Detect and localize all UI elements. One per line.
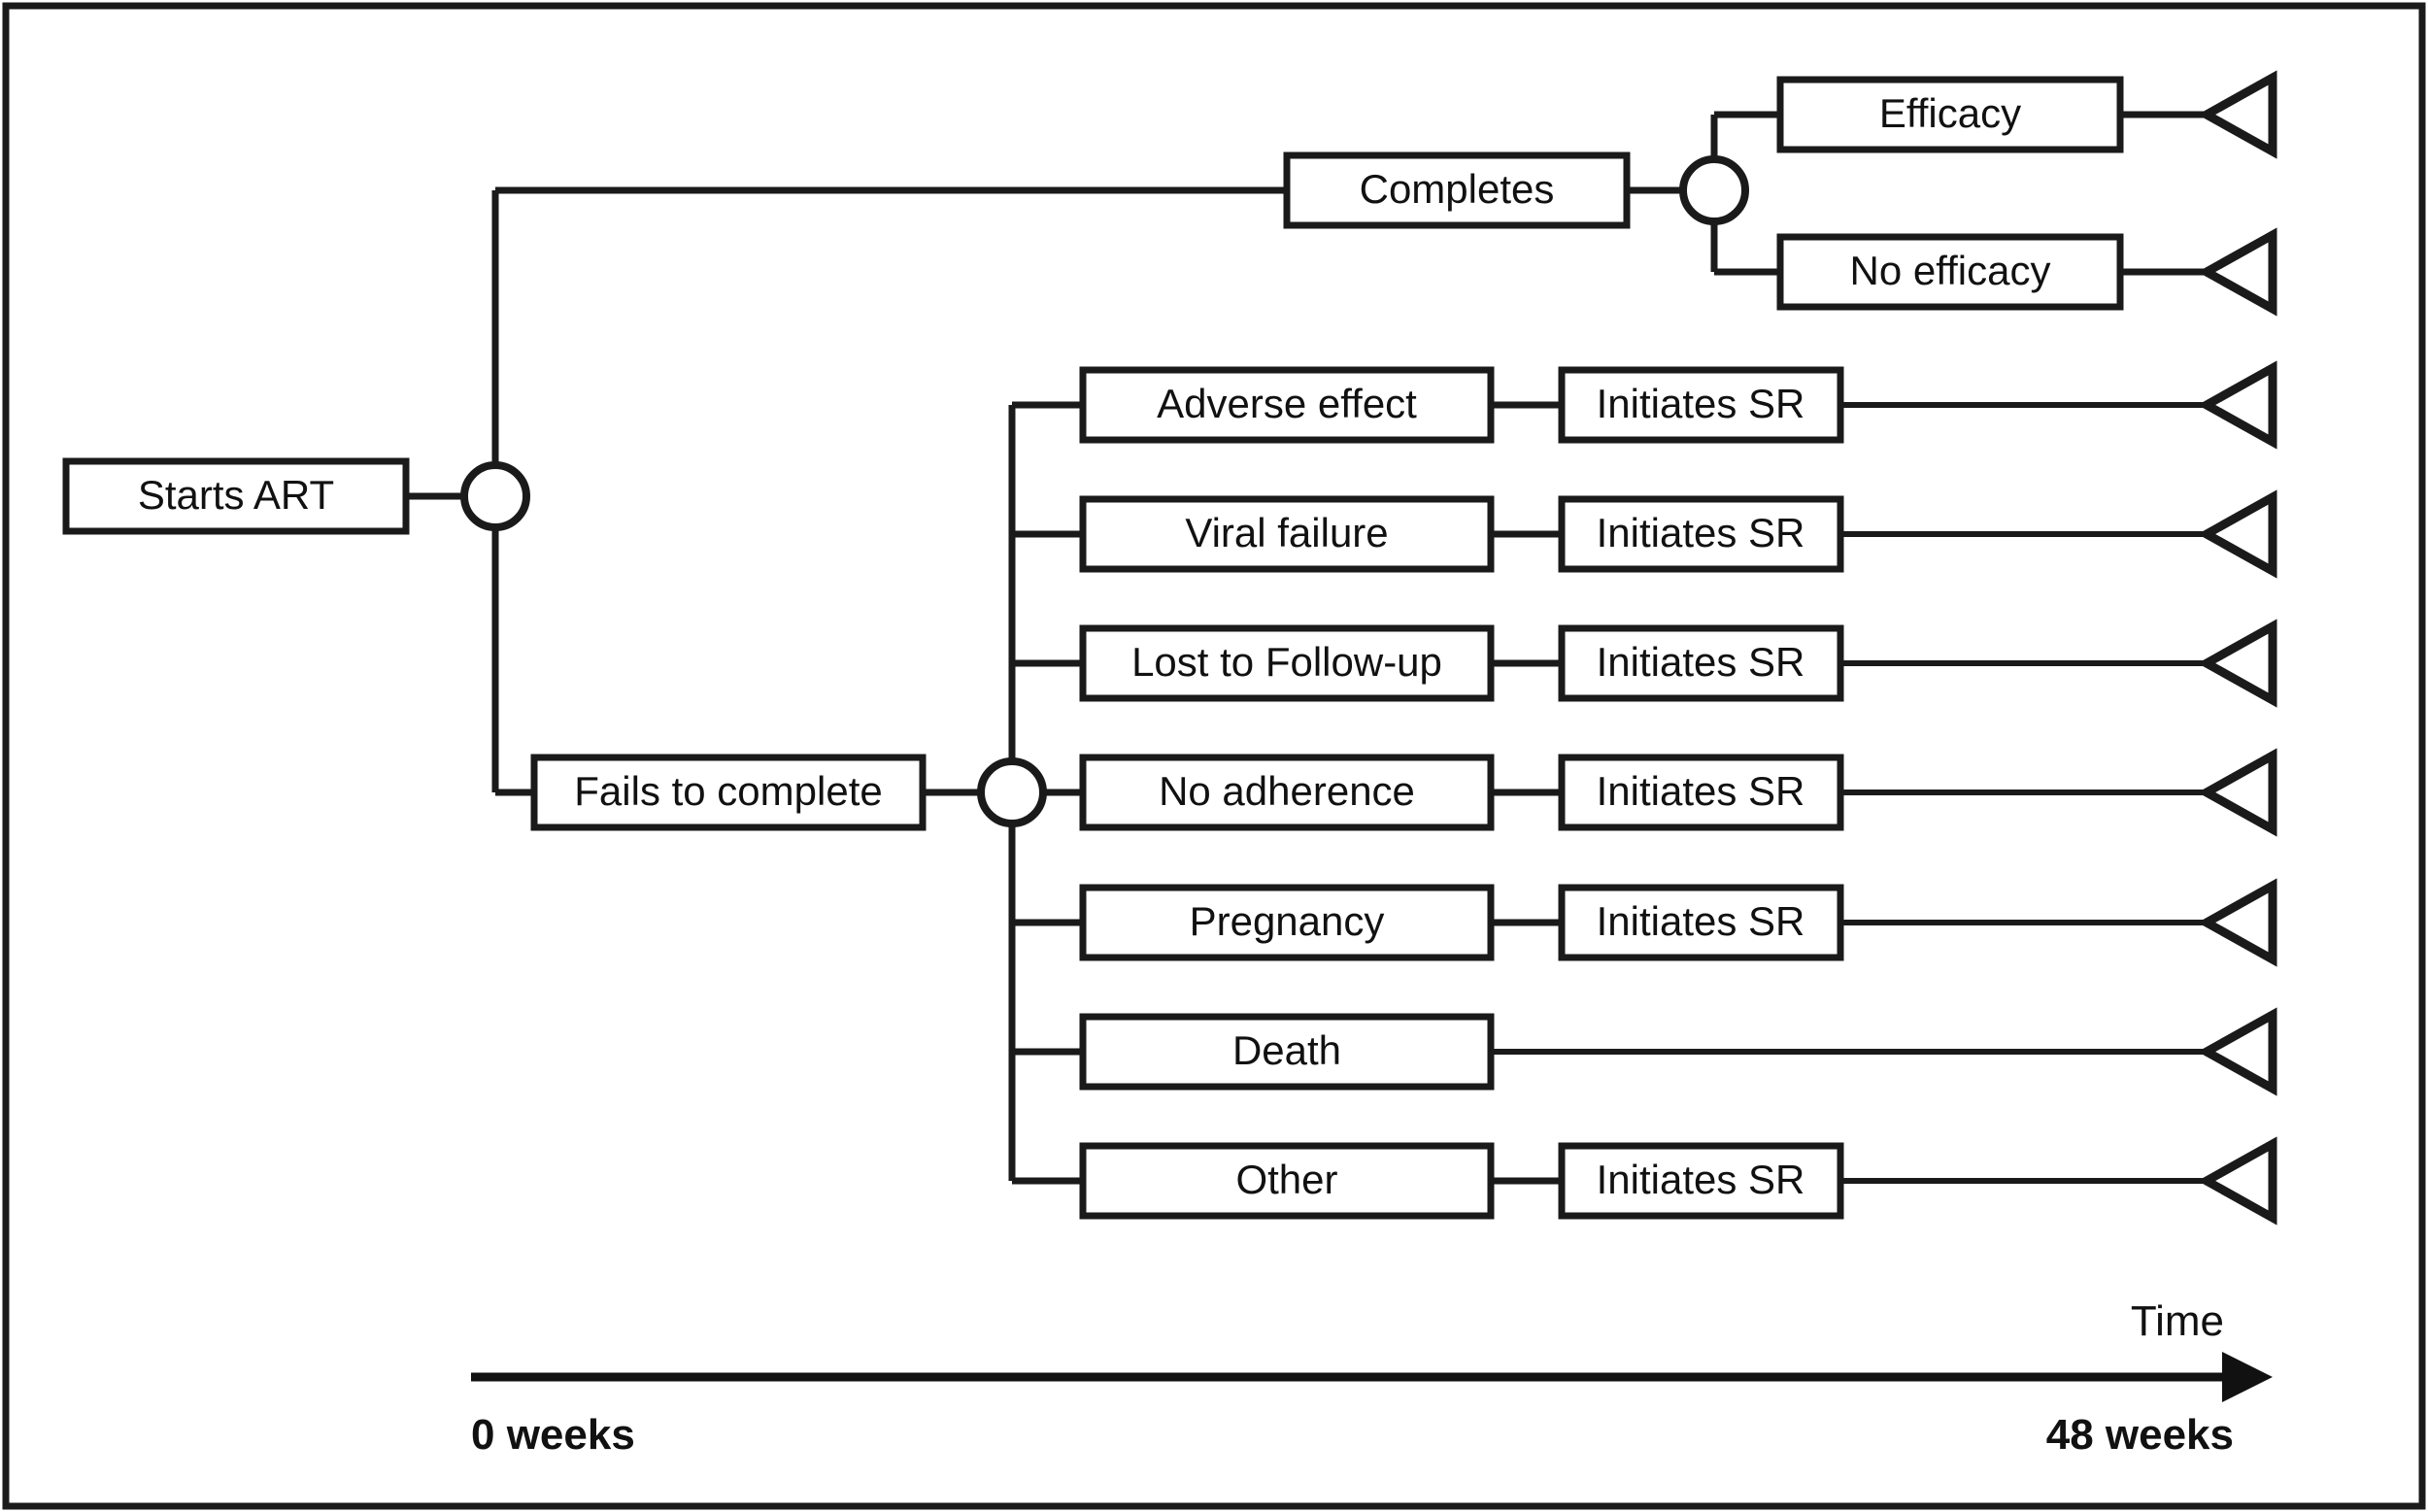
terminal-triangle — [2197, 619, 2277, 708]
reason-box[interactable] — [1079, 366, 1495, 444]
reason-box[interactable] — [1079, 884, 1495, 961]
reason-box[interactable] — [1079, 754, 1495, 831]
node-starts-art[interactable]: Starts ART — [62, 457, 410, 535]
terminal-triangle-no-efficacy — [2197, 227, 2277, 317]
no-efficacy-box[interactable] — [1776, 233, 2124, 311]
node-no-efficacy[interactable]: No efficacy — [1776, 233, 2124, 311]
followup-label: Initiates SR — [1597, 768, 1805, 814]
followup-box[interactable] — [1558, 495, 1844, 573]
reason-box[interactable] — [1079, 1013, 1495, 1091]
followup-box[interactable] — [1558, 366, 1844, 444]
axis-end-label: 48 weeks — [2046, 1411, 2234, 1459]
reason-label: Death — [1232, 1027, 1341, 1073]
node-efficacy[interactable]: Efficacy — [1776, 76, 2124, 153]
efficacy-label: Efficacy — [1879, 90, 2021, 136]
failure-row: Other Initiates SR — [1012, 1136, 2277, 1226]
node-completes[interactable]: Completes — [1283, 151, 1631, 229]
terminal-triangle — [2197, 360, 2277, 450]
terminal-triangle — [2197, 489, 2277, 579]
terminal-triangle — [2197, 1136, 2277, 1226]
reason-label: Lost to Follow-up — [1131, 639, 1442, 685]
reason-label: Adverse effect — [1157, 381, 1417, 426]
completes-label: Completes — [1360, 166, 1555, 212]
reason-box[interactable] — [1079, 1142, 1495, 1220]
followup-label: Initiates SR — [1597, 381, 1805, 426]
reason-label: Other — [1235, 1157, 1337, 1202]
no-efficacy-label: No efficacy — [1850, 248, 2051, 293]
followup-label: Initiates SR — [1597, 639, 1805, 685]
terminal-triangle — [2197, 748, 2277, 837]
reason-box[interactable] — [1079, 495, 1495, 573]
followup-label: Initiates SR — [1597, 898, 1805, 944]
followup-label: Initiates SR — [1597, 510, 1805, 555]
reason-label: Pregnancy — [1190, 898, 1385, 944]
completes-box[interactable] — [1283, 151, 1631, 229]
failure-row: Adverse effect Initiates SR — [1012, 360, 2277, 450]
failure-row: Pregnancy Initiates SR — [1012, 878, 2277, 967]
failure-row: Death — [1012, 1007, 2277, 1096]
axis-name-label: Time — [2131, 1297, 2224, 1345]
chance-node-fails[interactable] — [977, 757, 1047, 827]
reason-label: Viral failure — [1185, 510, 1388, 555]
failure-row: No adherence Initiates SR — [1043, 748, 2277, 837]
reason-label: No adherence — [1159, 768, 1415, 814]
fails-to-complete-label: Fails to complete — [574, 768, 882, 814]
node-fails-to-complete[interactable]: Fails to complete — [530, 754, 927, 831]
axis-start-label: 0 weeks — [471, 1411, 635, 1459]
terminal-triangle — [2197, 878, 2277, 967]
starts-art-box[interactable] — [62, 457, 410, 535]
starts-art-label: Starts ART — [138, 472, 334, 518]
fails-to-complete-box[interactable] — [530, 754, 927, 831]
terminal-triangle-efficacy — [2197, 70, 2277, 159]
failure-row: Lost to Follow-up Initiates SR — [1012, 619, 2277, 708]
chance-node-root[interactable] — [460, 461, 530, 531]
failure-row: Viral failure Initiates SR — [1012, 489, 2277, 579]
terminal-triangle — [2197, 1007, 2277, 1096]
arrow-right-icon — [2222, 1352, 2273, 1402]
reason-box[interactable] — [1079, 624, 1495, 702]
followup-label: Initiates SR — [1597, 1157, 1805, 1202]
chance-node-completes[interactable] — [1679, 155, 1749, 225]
